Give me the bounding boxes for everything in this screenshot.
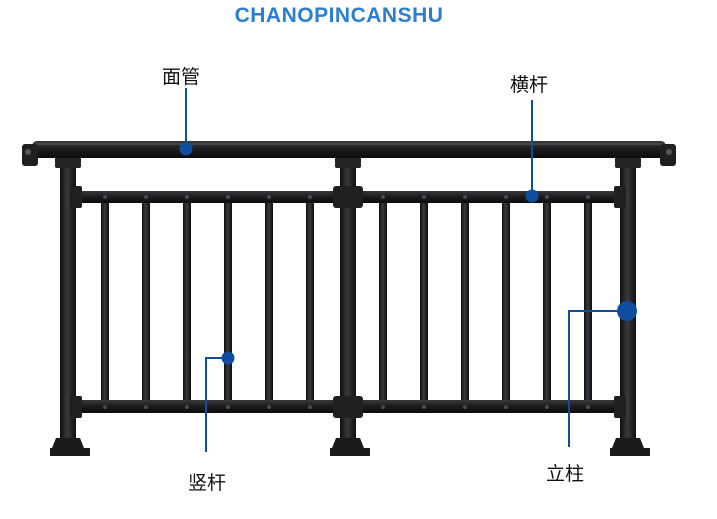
handrail-endcap-right — [660, 144, 676, 166]
marker-crossbar — [525, 189, 539, 203]
brackets — [70, 186, 626, 418]
baluster — [101, 200, 109, 405]
label-post: 立柱 — [546, 463, 585, 485]
baluster — [224, 200, 232, 405]
baluster — [379, 200, 387, 405]
baluster — [306, 200, 314, 405]
base-plate-right — [610, 438, 650, 456]
marker-baluster — [221, 351, 235, 365]
base-plate-center — [330, 438, 370, 456]
leader-lines — [185, 88, 627, 452]
label-baluster: 竖杆 — [188, 472, 227, 494]
handrail-endcap-left — [22, 144, 38, 166]
baluster — [142, 200, 150, 405]
balusters — [101, 200, 592, 405]
rivets — [103, 195, 590, 409]
base-plates — [50, 438, 650, 456]
post-left — [60, 160, 76, 448]
label-handrail: 面管 — [162, 66, 201, 88]
marker-handrail — [179, 142, 193, 156]
base-plate-left — [50, 438, 90, 456]
post-center — [340, 160, 356, 448]
label-crossbar: 横杆 — [510, 74, 549, 96]
baluster — [502, 200, 510, 405]
baluster — [461, 200, 469, 405]
leader-post — [568, 310, 627, 447]
post-caps — [55, 156, 641, 168]
baluster — [584, 200, 592, 405]
marker-post — [617, 301, 637, 321]
baluster — [420, 200, 428, 405]
markers — [179, 142, 637, 365]
page-title: CHANOPINCANSHU — [234, 4, 444, 27]
baluster — [183, 200, 191, 405]
baluster — [265, 200, 273, 405]
baluster — [543, 200, 551, 405]
leader-baluster — [205, 357, 228, 452]
